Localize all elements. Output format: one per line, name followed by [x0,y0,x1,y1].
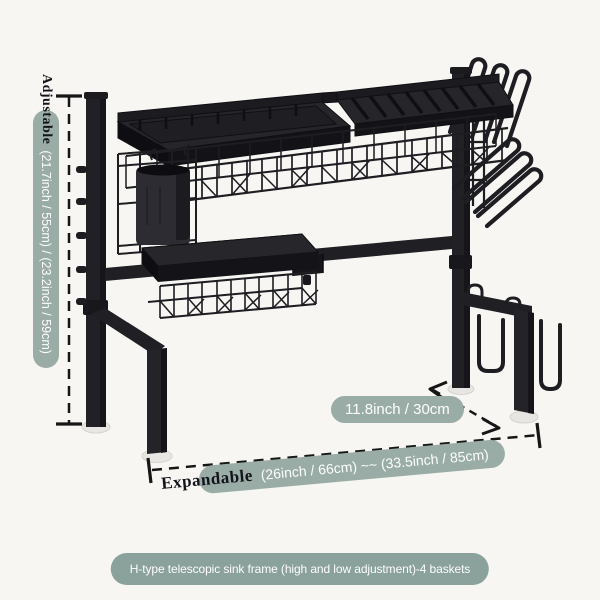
depth-badge: 11.8inch / 30cm [331,396,464,423]
height-badge: (21.7inch / 55cm) / (23.2inch / 59cm) [33,110,59,368]
adjust-knob [303,275,311,285]
right-leg-frame [462,283,562,414]
height-dimension-line [56,94,82,426]
board-holder-loops [477,314,562,391]
top-shelf-left-tray [116,91,352,167]
middle-basket [140,233,320,319]
post-hooks [76,166,87,305]
height-keyword: Adjustable [39,74,54,145]
height-dimension-label: Adjustable (21.7inch / 55cm) / (23.2inch… [33,74,59,368]
left-leg-frame [91,308,167,454]
clip [504,296,522,311]
top-shelf-right-tray [336,73,514,137]
cup-hooks-lower [451,137,544,229]
clip [466,283,484,298]
depth-dimension-arrow [428,380,501,436]
left-post [76,92,108,427]
utensil-holder [117,144,197,255]
caption-badge: H-type telescopic sink frame (high and l… [110,553,490,585]
cup-hooks-upper [447,57,532,149]
